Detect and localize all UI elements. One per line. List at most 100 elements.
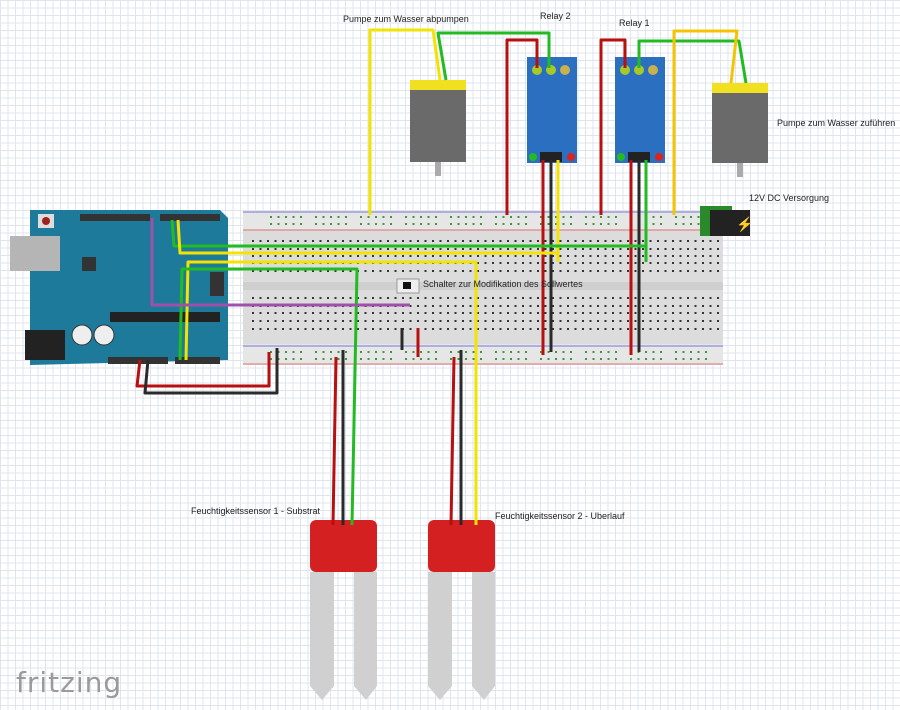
breadboard-hole (682, 351, 685, 353)
breadboard-hole (649, 270, 652, 272)
breadboard-hole (642, 240, 644, 242)
breadboard-hole (304, 240, 307, 242)
breadboard-hole (259, 240, 262, 242)
breadboard-hole (477, 305, 479, 307)
breadboard-hole (522, 270, 524, 272)
breadboard-hole (315, 216, 317, 218)
breadboard-hole (660, 358, 662, 360)
breadboard-hole (495, 216, 497, 218)
breadboard-hole (634, 297, 637, 299)
breadboard-hole (450, 358, 452, 360)
breadboard-hole (439, 328, 442, 330)
breadboard-hole (427, 216, 430, 218)
breadboard-hole (379, 320, 382, 322)
breadboard-hole (357, 255, 359, 257)
breadboard-hole (717, 328, 719, 330)
breadboard-hole (297, 312, 299, 314)
breadboard-hole (334, 320, 337, 322)
breadboard-hole (657, 255, 659, 257)
breadboard-hole (432, 255, 434, 257)
breadboard-hole (544, 320, 547, 322)
breadboard-hole (612, 297, 614, 299)
breadboard-hole (619, 240, 622, 242)
breadboard-hole (484, 270, 487, 272)
breadboard-hole (514, 297, 517, 299)
breadboard-hole (405, 358, 407, 360)
breadboard-hole (289, 248, 292, 250)
breadboard-hole (592, 223, 595, 225)
breadboard-hole (634, 305, 637, 307)
breadboard-hole (334, 240, 337, 242)
breadboard-hole (342, 297, 344, 299)
breadboard-hole (252, 328, 254, 330)
breadboard-hole (552, 312, 554, 314)
breadboard-hole (649, 248, 652, 250)
breadboard-hole (285, 351, 287, 353)
breadboard-hole (312, 240, 314, 242)
breadboard-hole (375, 223, 377, 225)
breadboard-hole (627, 305, 629, 307)
breadboard-hole (297, 255, 299, 257)
breadboard-hole (657, 248, 659, 250)
breadboard-hole (514, 305, 517, 307)
breadboard-hole (592, 358, 595, 360)
breadboard-hole (364, 312, 367, 314)
breadboard-hole (382, 358, 385, 360)
breadboard-hole (394, 270, 397, 272)
breadboard-hole (282, 297, 284, 299)
breadboard-hole (634, 262, 637, 264)
label-pump-out: Pumpe zum Wasser abpumpen (343, 14, 469, 24)
breadboard-hole (709, 320, 712, 322)
pump-motor-in (712, 83, 768, 177)
breadboard-hole (675, 223, 677, 225)
breadboard-hole (499, 240, 502, 242)
breadboard-hole (432, 320, 434, 322)
breadboard-hole (507, 255, 509, 257)
breadboard-hole (454, 255, 457, 257)
breadboard-hole (360, 358, 362, 360)
wires (135, 28, 748, 526)
breadboard-hole (252, 270, 254, 272)
breadboard-hole (427, 351, 430, 353)
breadboard-hole (604, 270, 607, 272)
breadboard-hole (420, 358, 422, 360)
breadboard-hole (499, 255, 502, 257)
breadboard-hole (412, 351, 415, 353)
breadboard-hole (702, 320, 704, 322)
breadboard-hole (525, 358, 527, 360)
breadboard-hole (304, 270, 307, 272)
breadboard-hole (642, 312, 644, 314)
breadboard-hole (664, 240, 667, 242)
breadboard-hole (675, 216, 677, 218)
breadboard-hole (687, 305, 689, 307)
breadboard-hole (327, 320, 329, 322)
breadboard-hole (312, 320, 314, 322)
breadboard-hole (270, 351, 272, 353)
breadboard-hole (469, 320, 472, 322)
breadboard-hole (345, 358, 347, 360)
breadboard-hole (537, 255, 539, 257)
breadboard-hole (687, 270, 689, 272)
breadboard-hole (687, 255, 689, 257)
breadboard-hole (394, 240, 397, 242)
breadboard-hole (507, 240, 509, 242)
breadboard-hole (387, 328, 389, 330)
breadboard-hole (567, 240, 569, 242)
breadboard-hole (627, 312, 629, 314)
breadboard-hole (390, 358, 392, 360)
breadboard-hole (507, 262, 509, 264)
breadboard-hole (552, 328, 554, 330)
breadboard-hole (412, 216, 415, 218)
breadboard-hole (259, 297, 262, 299)
slide-switch[interactable] (396, 278, 420, 294)
breadboard-hole (660, 351, 662, 353)
breadboard-hole (282, 328, 284, 330)
breadboard-hole (574, 328, 577, 330)
breadboard-hole (604, 305, 607, 307)
breadboard-hole (672, 262, 674, 264)
breadboard-hole (457, 358, 460, 360)
breadboard-hole (327, 312, 329, 314)
breadboard-hole (462, 297, 464, 299)
breadboard-hole (694, 297, 697, 299)
breadboard-hole (547, 351, 550, 353)
